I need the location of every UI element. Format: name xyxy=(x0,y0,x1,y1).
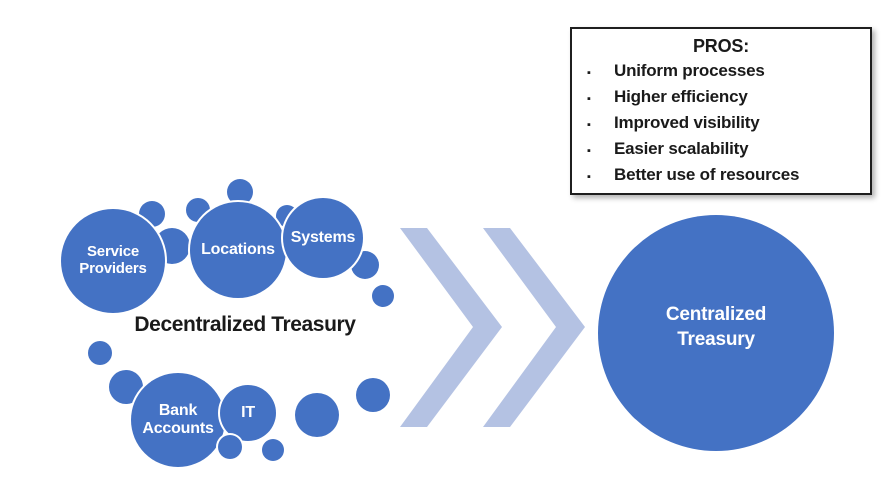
pros-item-label: Better use of resources xyxy=(614,165,800,184)
chevron-icon xyxy=(400,228,502,427)
bubble-label: Systems xyxy=(290,229,356,247)
decentralized-treasury-caption: Decentralized Treasury xyxy=(134,313,356,336)
square-bullet-icon: ▪ xyxy=(587,93,591,105)
pros-item-label: Higher efficiency xyxy=(614,87,748,106)
bubble-locations: Locations xyxy=(190,202,286,298)
pros-box: PROS: ▪ Uniform processes ▪ Higher effic… xyxy=(570,27,872,195)
bubble-small xyxy=(262,439,284,461)
bubble-label: Locations xyxy=(201,241,275,259)
centralized-treasury-label: Centralized Treasury xyxy=(665,304,767,350)
bubble-label: IT xyxy=(241,404,255,422)
pros-title: PROS: xyxy=(692,36,749,56)
bubble-small xyxy=(227,179,253,205)
bubble-service-providers: Service Providers xyxy=(61,209,165,313)
bubble-it: IT xyxy=(220,385,276,441)
bubble-small xyxy=(218,435,242,459)
pros-list: ▪ Uniform processes ▪ Higher efficiency … xyxy=(572,61,870,191)
square-bullet-icon: ▪ xyxy=(587,171,591,183)
bubble-label: Service Providers xyxy=(79,243,147,277)
bubble-small xyxy=(356,378,390,412)
square-bullet-icon: ▪ xyxy=(587,145,591,157)
bubble-systems: Systems xyxy=(283,198,363,278)
pros-item-label: Improved visibility xyxy=(614,113,760,132)
pros-item: ▪ Higher efficiency xyxy=(587,87,864,113)
square-bullet-icon: ▪ xyxy=(587,67,591,79)
bubble-small xyxy=(88,341,112,365)
pros-item-label: Easier scalability xyxy=(614,139,749,158)
chevron-icon xyxy=(483,228,585,427)
pros-item: ▪ Better use of resources xyxy=(587,165,864,191)
pros-item-label: Uniform processes xyxy=(614,61,765,80)
bubble-bank-accounts: Bank Accounts xyxy=(131,373,225,467)
bubble-small xyxy=(295,393,339,437)
centralized-treasury-circle: Centralized Treasury xyxy=(598,215,834,451)
square-bullet-icon: ▪ xyxy=(587,119,591,131)
bubble-small xyxy=(372,285,394,307)
bubble-label: Bank Accounts xyxy=(142,402,214,437)
pros-item: ▪ Uniform processes xyxy=(587,61,864,87)
pros-item: ▪ Easier scalability xyxy=(587,139,864,165)
pros-item: ▪ Improved visibility xyxy=(587,113,864,139)
